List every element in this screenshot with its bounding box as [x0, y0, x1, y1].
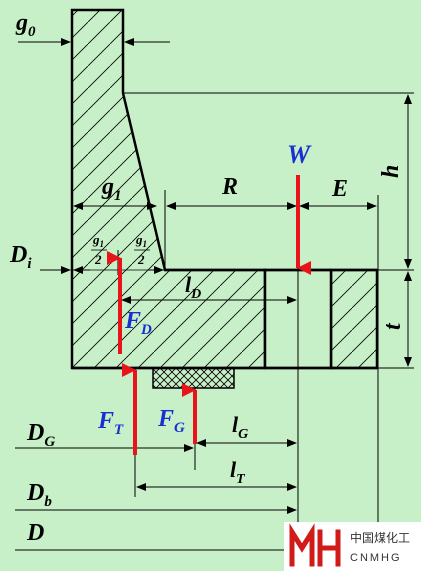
- label-g1: g1: [101, 174, 122, 204]
- label-E: E: [331, 176, 348, 202]
- label-g1-half-left-den: 2: [94, 252, 102, 267]
- label-D: D: [26, 520, 44, 546]
- label-lT: lT: [230, 457, 246, 487]
- label-R: R: [221, 174, 238, 200]
- label-Di: Di: [9, 242, 32, 272]
- watermark-cn: 中国煤化工: [350, 530, 410, 545]
- watermark-en: CNMHG: [350, 552, 402, 564]
- label-DG: DG: [26, 420, 55, 450]
- label-lG: lG: [232, 412, 248, 442]
- watermark-logo: [289, 523, 341, 567]
- label-g1-half-left-num: g1: [92, 232, 104, 249]
- label-FG: FG: [157, 406, 185, 436]
- watermark: 中国煤化工 CNMHG: [284, 522, 421, 571]
- label-FD: FD: [124, 308, 152, 338]
- label-lD: lD: [185, 272, 201, 302]
- flange-outer-section: [329, 268, 379, 370]
- label-FT: FT: [97, 408, 124, 438]
- label-g1-half-right-num: g1: [135, 232, 147, 249]
- gasket: [152, 367, 235, 389]
- label-g1-half-right-den: 2: [137, 252, 145, 267]
- label-Db: Db: [26, 480, 52, 510]
- label-h: h: [378, 165, 404, 178]
- label-W: W: [287, 140, 312, 169]
- label-g0: g0: [15, 10, 36, 40]
- label-t: t: [380, 322, 406, 330]
